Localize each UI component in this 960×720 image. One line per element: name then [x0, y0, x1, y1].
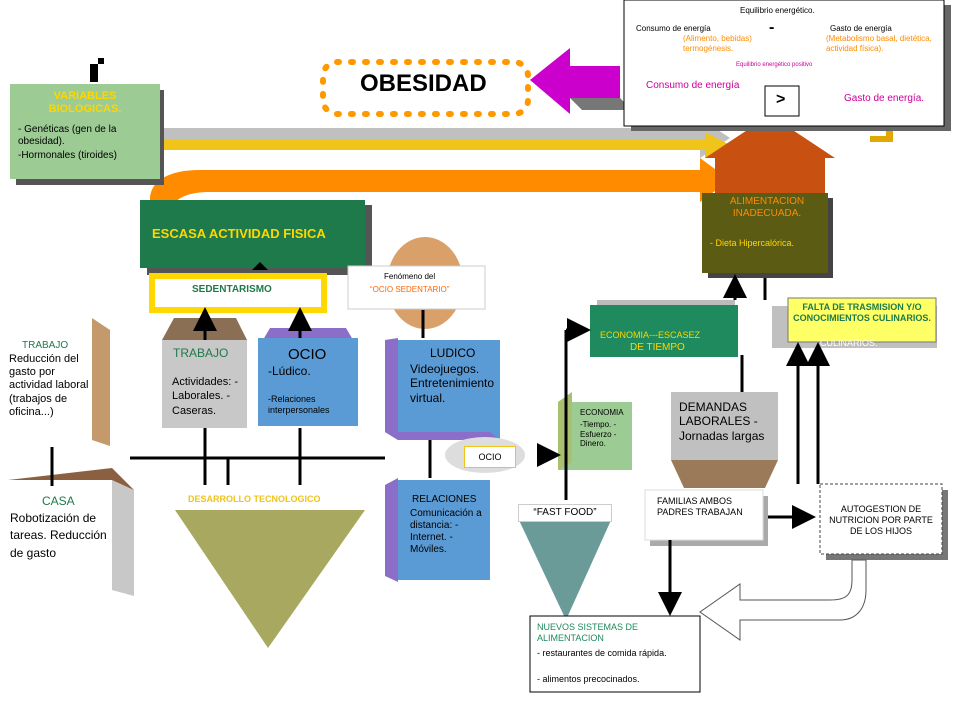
trabajo-left-front	[8, 318, 92, 446]
trabajo-left-title: TRABAJO	[22, 340, 69, 351]
fenomeno-line1: Fenómeno del	[384, 272, 436, 281]
familias-box	[644, 489, 764, 541]
equilibrium-title: Equilibrio energético.	[740, 6, 815, 15]
orange-curve-arrow	[150, 158, 730, 210]
nuevos-line1: - restaurantes de comida rápida.	[537, 648, 667, 658]
ludico-body: Videojuegos. Entretenimiento virtual.	[410, 362, 495, 405]
gasto-detail: (Metabolismo basal, dietética, actividad…	[826, 34, 932, 53]
nuevos-line2: - alimentos precocinados.	[537, 674, 640, 684]
variables-title: VARIABLES BIOLOGICAS.	[48, 90, 122, 116]
alimentacion-detail: - Dieta Hipercalórica.	[710, 238, 795, 248]
magenta-arrow-shadow	[570, 98, 632, 110]
fastfood-triangle	[518, 518, 612, 620]
obesity-outline	[320, 59, 531, 117]
economia-small-title: ECONOMIA	[580, 408, 624, 417]
ocio-mid-title: OCIO	[288, 346, 327, 363]
ocio-mid-front	[258, 338, 358, 426]
variables-line1: - Genéticas (gen de la obesidad).	[18, 124, 117, 147]
economia-escasez-line1: ECONOMIA---ESCASEZ	[600, 330, 701, 340]
brown-house-arrow	[705, 115, 835, 200]
consumo-detail: (Alimento, bebidas) termogénesis.	[683, 34, 752, 53]
sedentarismo-box	[149, 273, 327, 313]
casa-side	[112, 480, 134, 596]
ludico-front	[398, 340, 500, 440]
greater-box	[764, 85, 800, 117]
equilibrium-minus: -	[769, 19, 775, 36]
casa-title: CASA	[42, 494, 75, 508]
gasto-label: Gasto de energía	[830, 24, 892, 33]
left-bracket	[90, 58, 104, 82]
ocio-mid-line2: -Relaciones interpersonales	[268, 394, 330, 415]
autogestion-box	[819, 483, 943, 555]
alimentacion-box-fill	[702, 193, 828, 273]
yellow-arrow-head	[705, 132, 730, 158]
consumo-label: Consumo de energía	[636, 24, 711, 33]
relaciones-front	[398, 480, 490, 580]
demandas-front	[671, 392, 778, 460]
variables-box-fill	[10, 84, 160, 179]
fenomeno-box	[347, 265, 486, 310]
fenomeno-line2: “OCIO SEDENTARIO”	[370, 285, 450, 294]
casa-front	[8, 480, 112, 590]
relaciones-title: RELACIONES	[412, 494, 477, 505]
hollow-arrow	[699, 559, 867, 641]
activity-box-fill	[140, 200, 365, 268]
equilibrium-box	[623, 0, 945, 127]
ludico-side	[385, 338, 398, 440]
falta-box	[787, 297, 937, 343]
ludico-title: LUDICO	[430, 346, 476, 360]
yellow-bar	[150, 140, 710, 150]
autogestion-label: AUTOGESTION DE NUTRICION POR PARTE DE LO…	[829, 504, 933, 536]
nuevos-title: NUEVOS SISTEMAS DE ALIMENTACION	[537, 622, 639, 643]
sedentarismo-label: SEDENTARISMO	[192, 284, 272, 295]
economia-escasez-line2: DE TIEMPO	[630, 342, 685, 353]
demandas-label: DEMANDAS LABORALES - Jornadas largas	[679, 400, 765, 443]
obesity-title: OBESIDAD	[360, 70, 487, 97]
familias-label: FAMILIAS AMBOS PADRES TRABAJAN	[657, 496, 743, 517]
trabajo-left-side	[92, 318, 110, 446]
positive-title: Equilibrio energético positivo	[736, 62, 813, 68]
casa-body: Robotización de tareas. Reducción de gas…	[10, 511, 107, 560]
ludico-bottom	[385, 432, 500, 440]
economia-small-body: -Tiempo. -Esfuerzo -Dinero.	[580, 420, 617, 449]
fastfood-label: “FAST FOOD”	[518, 504, 612, 522]
relaciones-side	[385, 478, 398, 582]
desarrollo-triangle	[175, 510, 365, 648]
relaciones-body: Comunicación a distancia: -Internet. -Mó…	[410, 508, 482, 555]
nuevos-box	[529, 615, 701, 693]
trabajo-mid-body: Actividades: -Laborales. -Caseras.	[172, 376, 239, 417]
economia-small-front	[558, 402, 632, 470]
economia-escasez-fill	[590, 305, 738, 357]
gasto-big: Gasto de energía.	[844, 93, 925, 104]
variables-line2: -Hormonales (tiroides)	[18, 150, 117, 161]
consumo-big: Consumo de energía	[646, 80, 740, 91]
activity-title: ESCASA ACTIVIDAD FISICA	[152, 226, 326, 241]
demandas-bottom	[671, 460, 778, 488]
falta-behind-label: CULINARIOS.	[820, 338, 878, 348]
greater-sign: >	[776, 91, 786, 108]
trabajo-left-body: Reducción del gasto por actividad labora…	[9, 353, 89, 418]
ocio-mid-line1: -Lúdico.	[268, 364, 311, 378]
alimentacion-title: ALIMENTACION INADECUADA.	[729, 196, 805, 219]
magenta-arrow	[530, 48, 620, 114]
activity-arrow-up	[252, 262, 268, 270]
connector-lines	[50, 274, 830, 616]
desarrollo-label: DESARROLLO TECNOLOGICO	[188, 494, 321, 504]
trabajo-mid-title: TRABAJO	[173, 346, 229, 360]
falta-label: FALTA DE TRASMISION Y/O CONOCIMIENTOS CU…	[793, 302, 931, 323]
ocio-small-label: OCIO	[464, 446, 516, 468]
trabajo-mid-front	[162, 340, 247, 428]
